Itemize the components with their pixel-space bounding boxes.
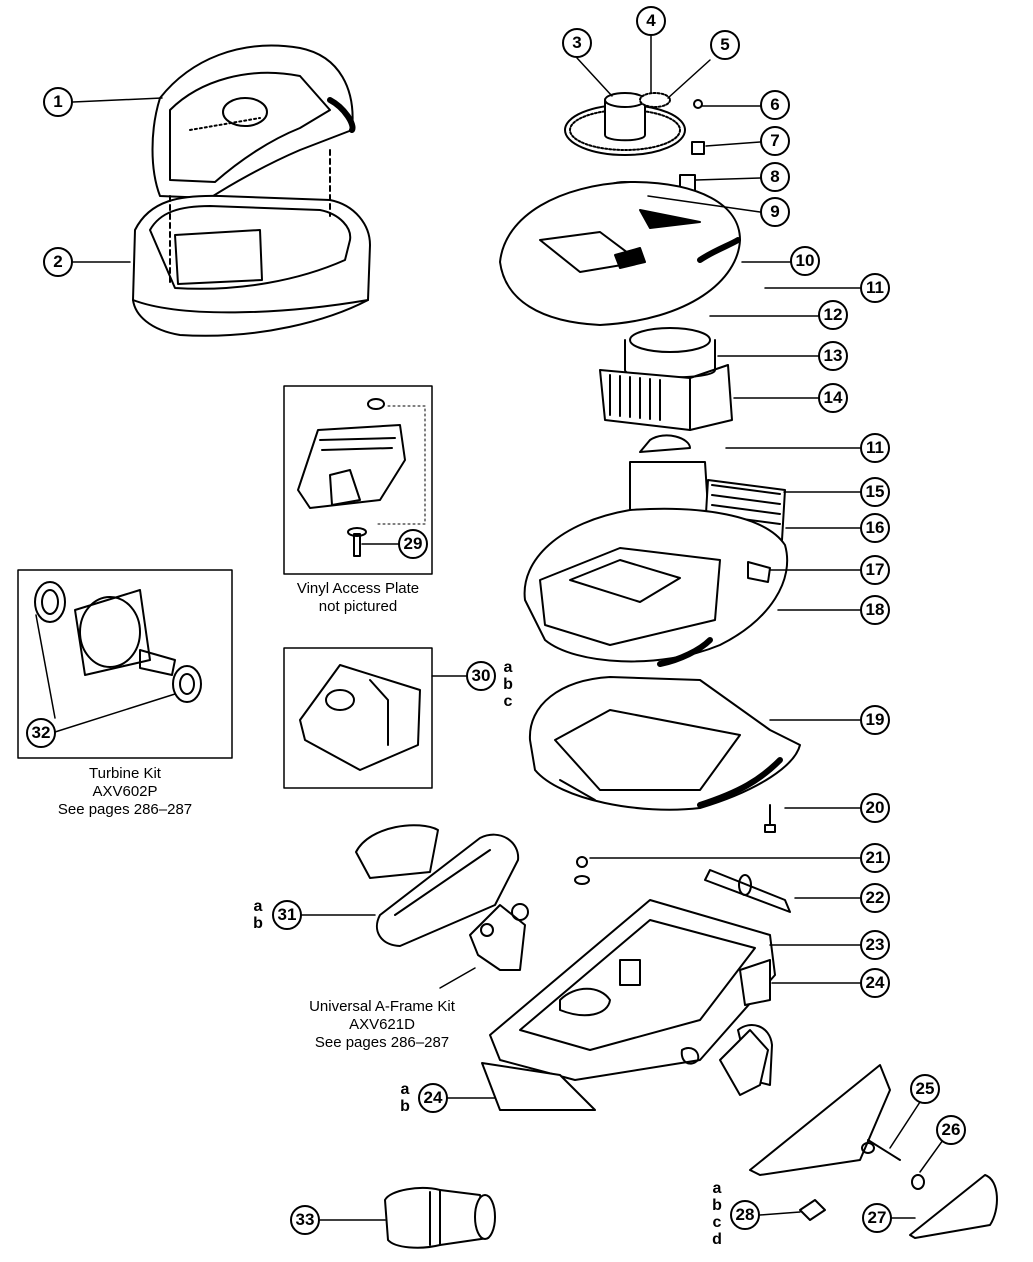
variant-letter: b <box>400 1098 410 1115</box>
callout-2: 2 <box>43 247 73 277</box>
callout-24-left: 24 <box>418 1083 448 1113</box>
callout-11-lower: 11 <box>860 433 890 463</box>
hose-adapter-part-33 <box>384 1187 496 1249</box>
caption-line: AXV602P <box>92 783 158 800</box>
a-frame-kit <box>469 903 769 1096</box>
callout-25: 25 <box>910 1074 940 1104</box>
variant-letter: b <box>712 1197 722 1214</box>
hood-base-part-2 <box>132 149 371 337</box>
caption-line: Vinyl Access Plate <box>296 580 420 597</box>
leader-lines <box>35 35 944 1221</box>
caption-line: not pictured <box>318 598 398 615</box>
callout-7: 7 <box>760 126 790 156</box>
turbine-kit-inset <box>17 569 233 759</box>
variant-letter: a <box>400 1081 410 1098</box>
callout-13: 13 <box>818 341 848 371</box>
callout-22: 22 <box>860 883 890 913</box>
side-covers-part-31 <box>355 824 520 947</box>
callout-32: 32 <box>26 718 56 748</box>
callout-6: 6 <box>760 90 790 120</box>
callout-17: 17 <box>860 555 890 585</box>
callout-28: 28 <box>730 1200 760 1230</box>
variant-letter: b <box>503 676 513 693</box>
callout-8: 8 <box>760 162 790 192</box>
callout-30: 30 <box>466 661 496 691</box>
a-frame-kit-caption: Universal A-Frame Kit AXV621D See pages … <box>292 998 472 1052</box>
callout-5: 5 <box>710 30 740 60</box>
callout-29: 29 <box>398 529 428 559</box>
caption-line: See pages 286–287 <box>57 801 193 818</box>
motor-parts-12-14 <box>599 327 733 431</box>
motor-cover-part-10 <box>499 181 741 326</box>
variant-letter: c <box>712 1214 722 1231</box>
variant-letter: b <box>253 915 263 932</box>
vinyl-access-plate-caption: Vinyl Access Plate not pictured <box>268 580 448 616</box>
callout-14: 14 <box>818 383 848 413</box>
callout-4: 4 <box>636 6 666 36</box>
callout-10: 10 <box>790 246 820 276</box>
caption-line: Turbine Kit <box>89 765 161 782</box>
variant-letter: a <box>712 1180 722 1197</box>
top-cover-part-1 <box>151 44 356 199</box>
callout-27: 27 <box>862 1203 892 1233</box>
turbine-kit-caption: Turbine Kit AXV602P See pages 286–287 <box>30 765 220 819</box>
vinyl-access-plate-inset <box>283 385 433 575</box>
callout-20: 20 <box>860 793 890 823</box>
callout-21: 21 <box>860 843 890 873</box>
variant-letter: a <box>503 659 513 676</box>
callout-16: 16 <box>860 513 890 543</box>
main-frame-part-23 <box>489 899 776 1081</box>
callout-3: 3 <box>562 28 592 58</box>
caption-line: See pages 286–287 <box>314 1034 450 1051</box>
caption-line: AXV621D <box>349 1016 415 1033</box>
flap-part-24b <box>481 1062 596 1111</box>
callout-31: 31 <box>272 900 302 930</box>
callout-26: 26 <box>936 1115 966 1145</box>
chassis-body-parts-15-18 <box>523 434 789 667</box>
callout-18: 18 <box>860 595 890 625</box>
variants-31: a b <box>251 898 265 932</box>
variants-24: a b <box>398 1081 412 1115</box>
callout-24-right: 24 <box>860 968 890 998</box>
screws-and-axle <box>574 804 791 913</box>
variant-letter: c <box>503 693 513 710</box>
callout-1: 1 <box>43 87 73 117</box>
variant-letter: d <box>712 1231 722 1248</box>
callout-9: 9 <box>760 197 790 227</box>
variants-30: a b c <box>501 659 515 710</box>
callout-11-upper: 11 <box>860 273 890 303</box>
bottom-plate-part-19 <box>528 676 801 811</box>
callout-33: 33 <box>290 1205 320 1235</box>
callout-15: 15 <box>860 477 890 507</box>
callout-12: 12 <box>818 300 848 330</box>
variants-28: a b c d <box>710 1180 724 1248</box>
variant-letter: a <box>253 898 263 915</box>
callout-19: 19 <box>860 705 890 735</box>
caption-line: Universal A-Frame Kit <box>309 998 455 1015</box>
part-30-inset <box>283 647 433 789</box>
callout-23: 23 <box>860 930 890 960</box>
